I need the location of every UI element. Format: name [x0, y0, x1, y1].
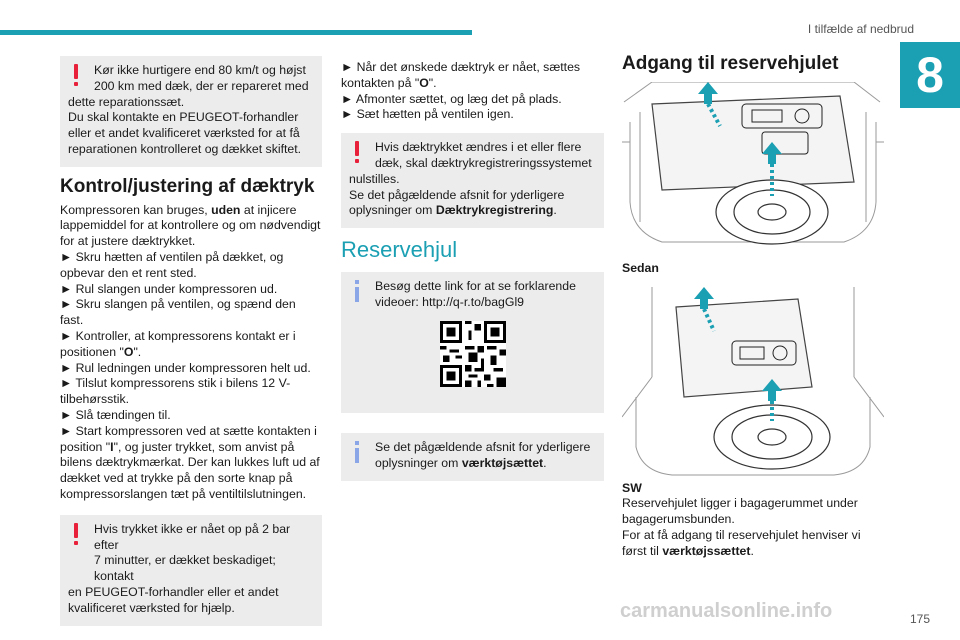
column-3: Adgang til reservehjulet [621, 53, 885, 560]
warning-text: nulstilles. [349, 171, 400, 186]
step-item: ► Rul slangen under kompressoren ud. [60, 281, 278, 296]
info-icon [351, 441, 363, 465]
step-item: ► Skru slangen på ventilen, og spænd den… [60, 297, 296, 328]
warning-text: Hvis dæktrykket ændres i et eller flere [375, 140, 582, 155]
step-item: ► Når det ønskede dæktryk er nået, sætte… [341, 60, 581, 90]
warning-text: Du skal kontakte en PEUGEOT-forhandler [68, 110, 299, 125]
step-item: ► Afmonter sættet, og læg det på plads. [341, 91, 562, 106]
chapter-number-tab: 8 [900, 42, 960, 108]
warning-text: eller et andet kvalificeret værksted for… [68, 126, 300, 141]
warning-text: reparationen kontrolleret og dækket skif… [68, 141, 302, 156]
info-link[interactable]: videoer: http://q-r.to/bagGl9 [375, 294, 525, 309]
info-box-video: Besøg dette link for at se forklarende v… [341, 271, 604, 414]
info-text: oplysninger om værktøjsættet. [375, 456, 547, 471]
paragraph: Reservehjulet ligger i bagagerummet unde… [622, 496, 858, 527]
figure-caption-sedan: Sedan [622, 260, 659, 275]
step-item: ► Skru hætten af ventilen på dækket, og … [60, 249, 284, 280]
page-number: 175 [909, 612, 930, 626]
info-box-toolkit: Se det pågældende afsnit for yderligere … [341, 433, 604, 481]
step-item: ► Sæt hætten på ventilen igen. [341, 107, 514, 122]
warning-text: Hvis trykket ikke er nået op på 2 bar ef… [94, 521, 291, 552]
header-accent-bar [0, 30, 472, 35]
watermark: carmanualsonline.info [620, 600, 833, 622]
warning-text: 200 km med dæk, der er repareret med [94, 78, 309, 93]
warning-box-speed: Kør ikke hurtigere end 80 km/t og højst … [60, 56, 322, 167]
paragraph: For at få adgang til reservehjulet henvi… [622, 527, 861, 558]
sw-trunk-illustration [621, 286, 885, 477]
column-2: ► Når det ønskede dæktryk er nået, sætte… [341, 56, 604, 491]
figure-caption-sw: SW [622, 480, 642, 495]
step-item: ► Tilslut kompressorens stik i bilens 12… [60, 376, 291, 407]
qr-code[interactable] [349, 320, 596, 392]
warning-text: dette reparationssæt. [68, 94, 185, 109]
section-heading-access: Adgang til reservehjulet [622, 53, 839, 74]
section-heading-spare-wheel: Reservehjul [341, 237, 458, 263]
warning-text: dæk, skal dæktrykregistreringssystemet [375, 155, 592, 170]
column-1: Kør ikke hurtigere end 80 km/t og højst … [60, 56, 322, 636]
info-text: Besøg dette link for at se forklarende [375, 278, 576, 293]
warning-text: 7 minutter, er dækket beskadiget; kontak… [94, 553, 276, 584]
warning-text: Se det pågældende afsnit for yderligere … [349, 187, 565, 218]
warning-icon [351, 141, 363, 165]
warning-text: Kør ikke hurtigere end 80 km/t og højst [94, 63, 306, 77]
warning-icon [70, 522, 82, 547]
step-item: ► Slå tændingen til. [60, 407, 171, 422]
section-heading-pressure: Kontrol/justering af dæktryk [60, 175, 315, 197]
warning-box-tpms: Hvis dæktrykket ændres i et eller flere … [341, 133, 604, 229]
step-item: ► Kontroller, at kompressorens kontakt e… [60, 328, 296, 359]
info-text: Se det pågældende afsnit for yderligere [375, 440, 591, 455]
chapter-title: I tilfælde af nedbrud [807, 22, 914, 36]
sedan-trunk-illustration [622, 81, 884, 247]
warning-text: en PEUGEOT-forhandler eller et andet kva… [68, 584, 279, 615]
warning-box-pressure: Hvis trykket ikke er nået op på 2 bar ef… [60, 514, 322, 626]
step-item: ► Rul ledningen under kompressoren helt … [60, 360, 311, 375]
intro-paragraph: Kompressoren kan bruges, uden at injicer… [60, 202, 321, 249]
step-item: ► Start kompressoren ved at sætte kontak… [60, 423, 320, 501]
warning-icon [70, 64, 82, 88]
info-icon [351, 279, 363, 304]
